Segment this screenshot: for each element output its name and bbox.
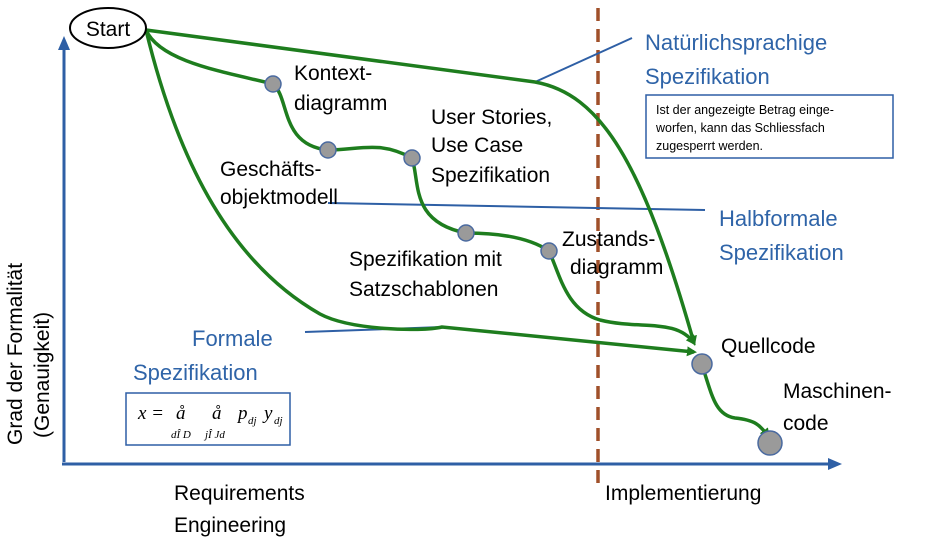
- example-line-2: worfen, kann das Schliessfach: [655, 121, 825, 135]
- formula-box: [125, 392, 291, 446]
- label-satz-2: Satzschablonen: [349, 278, 498, 301]
- y-axis-label-2: (Genauigkeit): [31, 312, 54, 438]
- label-maschinen-1: Maschinen-: [783, 380, 892, 403]
- label-zustand-2: diagramm: [570, 256, 663, 279]
- node-user-stories: [403, 149, 421, 167]
- category-formal-2: Spezifikation: [133, 360, 258, 385]
- label-userstories-2: Use Case: [431, 134, 523, 157]
- x-axis-label-left-2: Engineering: [174, 514, 286, 537]
- label-userstories-3: Spezifikation: [431, 164, 550, 187]
- example-line-1: Ist der angezeigte Betrag einge-: [656, 103, 834, 117]
- formula-below-2: jÎ Jd: [203, 429, 225, 441]
- path-compile: [700, 364, 770, 439]
- label-satz-1: Spezifikation mit: [349, 248, 502, 271]
- example-line-3: zugesperrt werden.: [656, 139, 763, 153]
- formula-sum2: å: [212, 403, 222, 424]
- y-axis-label-1: Grad der Formalität: [4, 263, 27, 445]
- node-maschinencode: [757, 430, 783, 456]
- category-natuerlich-2: Spezifikation: [645, 64, 770, 89]
- formula-below-1: dÎ D: [171, 429, 191, 441]
- formula-sum1: å: [176, 403, 186, 424]
- label-geschaefts-1: Geschäfts-: [220, 158, 322, 181]
- formula-p: p: [236, 403, 248, 424]
- formula-y-sub: dj: [274, 415, 283, 427]
- category-halbformal-1: Halbformale: [719, 206, 838, 231]
- node-kontextdiagramm: [264, 75, 282, 93]
- category-halbformal-2: Spezifikation: [719, 240, 844, 265]
- label-zustand-1: Zustands-: [562, 228, 655, 251]
- x-axis-label-left-1: Requirements: [174, 482, 305, 505]
- label-kontext-2: diagramm: [294, 92, 387, 115]
- path-natural: [145, 28, 697, 346]
- formula-y: y: [262, 403, 273, 424]
- category-formal-1: Formale: [192, 326, 273, 351]
- node-quellcode: [691, 353, 713, 375]
- formula-lhs: x =: [137, 403, 164, 424]
- node-geschaeftsobjektmodell: [319, 141, 337, 159]
- start-node: [69, 7, 147, 49]
- node-satzschablonen: [457, 224, 475, 242]
- example-box: [645, 94, 894, 159]
- connector-natural: [534, 37, 633, 83]
- label-quellcode: Quellcode: [721, 335, 816, 358]
- path-formal: [144, 29, 697, 357]
- label-maschinen-2: code: [783, 412, 829, 435]
- label-userstories-1: User Stories,: [431, 106, 552, 129]
- label-kontext-1: Kontext-: [294, 62, 372, 85]
- connector-halbformal: [327, 202, 706, 211]
- formula-p-sub: dj: [248, 415, 257, 427]
- label-geschaefts-2: objektmodell: [220, 186, 338, 209]
- node-zustandsdiagramm: [540, 242, 558, 260]
- x-axis-label-right: Implementierung: [605, 482, 761, 505]
- category-natuerlich-1: Natürlichsprachige: [645, 30, 827, 55]
- start-label: Start: [86, 18, 131, 41]
